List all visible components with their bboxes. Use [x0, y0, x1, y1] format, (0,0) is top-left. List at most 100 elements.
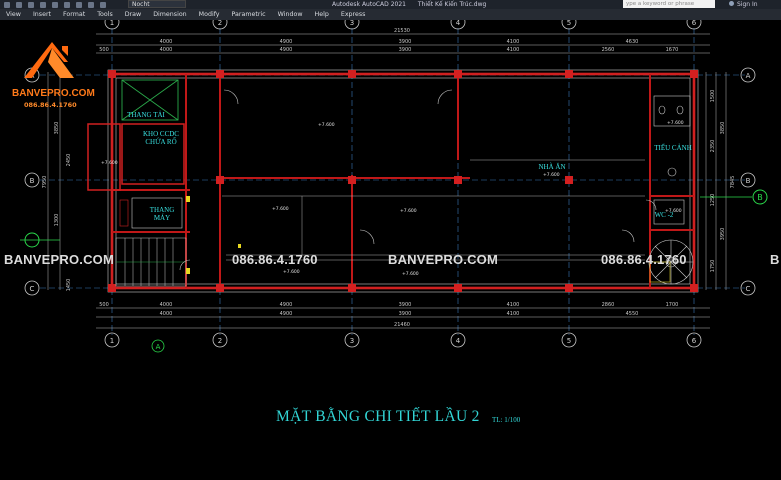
undo-icon[interactable]: [40, 1, 46, 8]
watermark-phone: 086.86.4.1760: [232, 252, 318, 267]
spiral-staircase: [648, 239, 694, 285]
save-icon[interactable]: [16, 1, 22, 8]
dim-left-2: 2450: [66, 154, 72, 167]
grid-label-top-1: 1: [110, 20, 114, 27]
level-marker: +7.600: [665, 208, 682, 214]
grid-label-right-b: B: [746, 177, 751, 185]
grid-label-top-3: 3: [350, 20, 354, 27]
logo-brand-text: BANVEPRO.COM: [12, 88, 95, 99]
menu-insert[interactable]: Insert: [32, 11, 52, 18]
dim-left-4: 1300: [54, 214, 60, 227]
layer-dropdown[interactable]: Nocht: [128, 0, 186, 8]
doors: [179, 89, 657, 271]
menu-dimension[interactable]: Dimension: [153, 11, 187, 18]
banvepro-logo: BANVEPRO.COM 086.86.4.1760: [12, 34, 100, 114]
grid-label-top-4: 4: [456, 20, 461, 27]
layer-bulb-icon[interactable]: [64, 1, 70, 8]
watermark-brand: BANVEPRO.COM: [388, 252, 499, 267]
grid-bubbles: [24, 20, 756, 353]
grid-label-top-2: 2: [218, 20, 222, 27]
sign-in-button[interactable]: Sign In: [729, 0, 758, 9]
wall-outlines: [107, 69, 699, 293]
layer-name: Nocht: [132, 1, 150, 8]
dim-bottom2-1: 4000: [160, 311, 173, 317]
quick-access-toolbar: [4, 0, 106, 9]
menu-help[interactable]: Help: [314, 11, 329, 18]
menu-format[interactable]: Format: [63, 11, 86, 18]
hatch-marks: [186, 196, 241, 274]
dim-top2-3: 3900: [399, 47, 412, 53]
interior-walls: [112, 74, 694, 288]
menu-bar: View Insert Format Tools Draw Dimension …: [0, 9, 781, 20]
svg-text:B: B: [757, 193, 763, 202]
dim-right-5: 1250: [710, 194, 716, 207]
dim-bottom2-3: 3900: [399, 311, 412, 317]
dim-right-1: 1500: [710, 90, 716, 103]
menu-draw[interactable]: Draw: [124, 11, 142, 18]
room-label-tieu-canh: TIỂU CẢNH: [654, 144, 692, 152]
menu-view[interactable]: View: [6, 11, 21, 18]
drawing-canvas[interactable]: B 1 2 3 4 5 6 1 2 3 4 5 6 A B C A B C A …: [0, 20, 781, 480]
room-label-kho-line1: KHO CCDC: [143, 130, 179, 138]
dim-right-4: 7845: [730, 176, 736, 189]
menu-window[interactable]: Window: [277, 11, 303, 18]
level-marker: +7.600: [283, 269, 300, 275]
grid-label-left-b: B: [30, 177, 35, 185]
room-label-nha-an: NHÀ ĂN: [538, 163, 566, 171]
grid-label-top-6: 6: [692, 20, 697, 27]
level-marker: +7.600: [667, 120, 684, 126]
freight-elevator-shaft: [121, 79, 179, 121]
dim-right-6: 3950: [720, 228, 726, 241]
dim-top-total: 21530: [394, 28, 410, 34]
dim-right-2: 3850: [720, 122, 726, 135]
room-label-thang-tai: THANG TẢI: [127, 111, 165, 119]
section-label-a: A: [156, 343, 161, 351]
layer-lock-icon[interactable]: [88, 1, 94, 8]
dim-bottom-7: 1700: [666, 302, 679, 308]
dim-top-4: 3900: [399, 39, 412, 45]
search-input[interactable]: ype a keyword or phrase: [623, 0, 715, 8]
grid-label-bottom-6: 6: [692, 337, 697, 345]
app-name: Autodesk AutoCAD 2021: [332, 1, 406, 8]
dim-top2-2: 4900: [280, 47, 293, 53]
grid-label-right-a: A: [746, 72, 751, 80]
level-marker: +7.600: [402, 271, 419, 277]
grid-label-right-c: C: [746, 285, 751, 293]
dim-left-5: 1450: [66, 279, 72, 292]
menu-express[interactable]: Express: [340, 11, 366, 18]
grid-label-left-c: C: [30, 285, 35, 293]
menu-tools[interactable]: Tools: [97, 11, 113, 18]
print-icon[interactable]: [28, 1, 34, 8]
menu-modify[interactable]: Modify: [198, 11, 220, 18]
dim-bottom-4: 3900: [399, 302, 412, 308]
grid-label-bottom-4: 4: [456, 337, 461, 345]
wc-fixtures: [653, 95, 691, 225]
dim-top-3: 4900: [280, 39, 293, 45]
storage-room: [87, 123, 185, 191]
dim-top-6: 2560: [602, 47, 615, 53]
drawing-scale: TL: 1/100: [492, 416, 521, 424]
dim-top-1: 500: [99, 47, 109, 53]
title-bar: Nocht Autodesk AutoCAD 2021 Thiết Kế Kiế…: [0, 0, 781, 9]
left-staircase: [115, 237, 187, 287]
level-marker: +7.600: [101, 160, 118, 166]
grid-label-top-5: 5: [567, 20, 571, 27]
dim-bottom-6: 2860: [602, 302, 615, 308]
open-icon[interactable]: [4, 1, 10, 8]
dim-left-1: 3850: [54, 122, 60, 135]
columns: [108, 70, 698, 292]
layer-sun-icon[interactable]: [76, 1, 82, 8]
menu-parametric[interactable]: Parametric: [231, 11, 266, 18]
dim-top2-5: 4630: [626, 39, 639, 45]
dim-bottom-3: 4900: [280, 302, 293, 308]
dim-top-5: 4100: [507, 39, 520, 45]
grid-label-bottom-5: 5: [567, 337, 571, 345]
sign-in-label: Sign In: [737, 1, 758, 8]
section-marker-b: B: [20, 189, 768, 248]
dim-top2-4: 4100: [507, 47, 520, 53]
dim-bottom2-4: 4100: [507, 311, 520, 317]
layer-color-icon[interactable]: [100, 1, 106, 8]
dim-bottom2-2: 4900: [280, 311, 293, 317]
dim-top2-1: 4000: [160, 47, 173, 53]
redo-icon[interactable]: [52, 1, 58, 8]
